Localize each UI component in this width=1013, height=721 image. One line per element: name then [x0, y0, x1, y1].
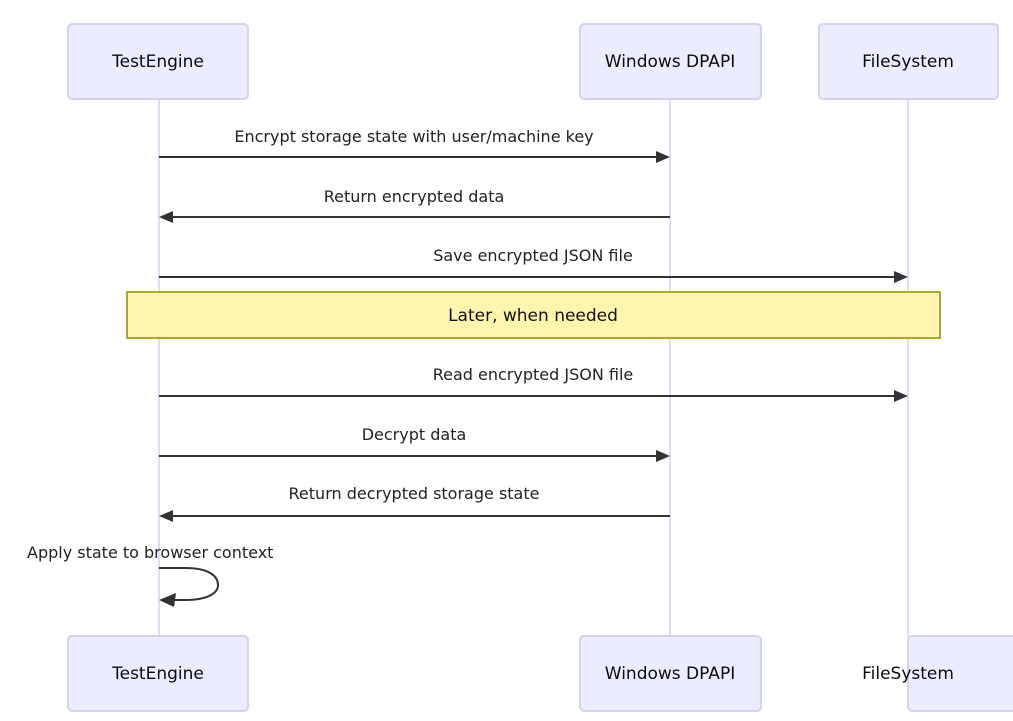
participant-box-rect[interactable] — [579, 635, 762, 712]
message-label: Return encrypted data — [324, 187, 505, 206]
participant-bottom-label-testengine: TestEngine — [111, 664, 204, 684]
self-message-loop[interactable] — [159, 567, 220, 601]
arrowhead-left-icon — [159, 510, 173, 522]
message-read-encrypted-json-file[interactable]: Read encrypted JSON file — [159, 365, 908, 402]
message-save-encrypted-json-file[interactable]: Save encrypted JSON file — [159, 246, 908, 283]
participant-box-rect[interactable] — [907, 635, 1013, 712]
note-later-when-needed[interactable]: Later, when needed — [126, 291, 941, 339]
message-label: Save encrypted JSON file — [433, 246, 633, 265]
participant-bottom-filesystem[interactable]: FileSystem — [862, 635, 1013, 712]
participant-top-filesystem[interactable]: FileSystem — [818, 23, 999, 100]
message-return-decrypted-storage-state[interactable]: Return decrypted storage state — [159, 484, 670, 522]
arrowhead-right-icon — [656, 151, 670, 163]
top-participant-boxes: TestEngine Windows DPAPI FileSystem — [67, 23, 999, 100]
participant-box-rect[interactable] — [67, 23, 249, 100]
arrowhead-right-icon — [894, 390, 908, 402]
message-label: Return decrypted storage state — [289, 484, 540, 503]
participant-bottom-label-windows-dpapi: Windows DPAPI — [605, 664, 735, 684]
participant-top-label-windows-dpapi: Windows DPAPI — [605, 52, 735, 72]
note-rect[interactable] — [126, 291, 941, 339]
participant-box-rect[interactable] — [818, 23, 999, 100]
arrowhead-left-icon — [159, 211, 173, 223]
arrowhead-left-icon — [159, 593, 176, 607]
participant-bottom-label-filesystem: FileSystem — [862, 664, 954, 684]
participant-box-rect[interactable] — [67, 635, 249, 712]
message-label: Encrypt storage state with user/machine … — [234, 127, 593, 146]
note-label: Later, when needed — [448, 306, 618, 326]
participant-top-label-filesystem: FileSystem — [862, 52, 954, 72]
participant-top-testengine[interactable]: TestEngine — [67, 23, 249, 100]
self-message-apply-state-to-browser-context[interactable]: Apply state to browser context — [27, 543, 273, 607]
participant-bottom-testengine[interactable]: TestEngine — [67, 635, 249, 712]
lifelines-group — [158, 99, 909, 637]
participant-top-label-testengine: TestEngine — [111, 52, 204, 72]
participant-top-windows-dpapi[interactable]: Windows DPAPI — [579, 23, 762, 100]
bottom-participant-boxes: TestEngine Windows DPAPI FileSystem — [67, 635, 1013, 712]
message-return-encrypted-data[interactable]: Return encrypted data — [159, 187, 670, 223]
arrowhead-right-icon — [656, 450, 670, 462]
participant-bottom-windows-dpapi[interactable]: Windows DPAPI — [579, 635, 762, 712]
message-label: Read encrypted JSON file — [433, 365, 634, 384]
arrowhead-right-icon — [894, 271, 908, 283]
self-message-label: Apply state to browser context — [27, 543, 273, 562]
participant-box-rect[interactable] — [579, 23, 762, 100]
message-decrypt-data[interactable]: Decrypt data — [159, 425, 670, 462]
message-label: Decrypt data — [362, 425, 467, 444]
message-encrypt-storage-state[interactable]: Encrypt storage state with user/machine … — [159, 127, 670, 163]
